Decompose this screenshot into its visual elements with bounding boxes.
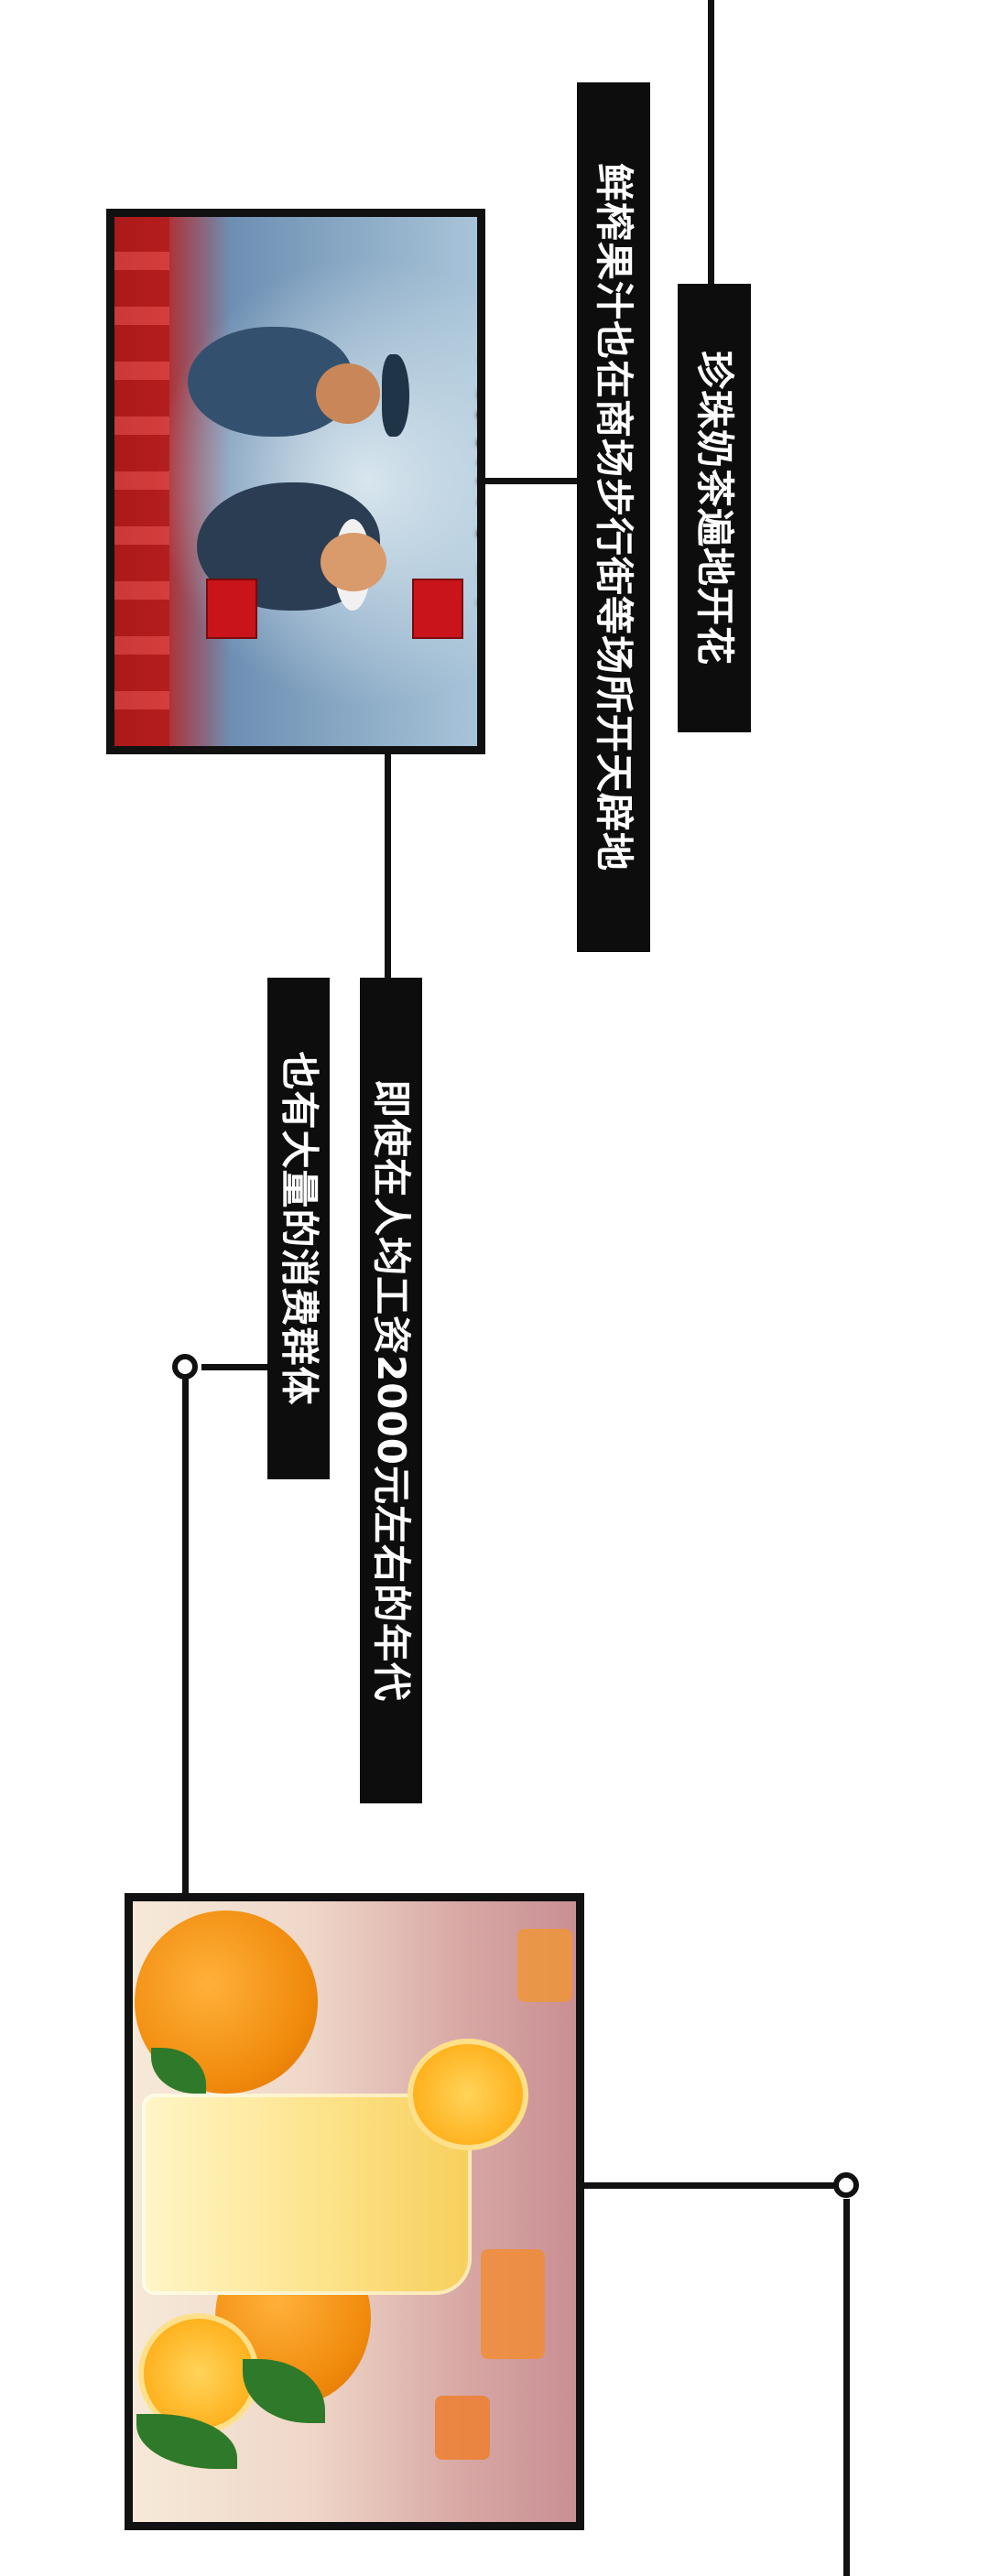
poster-title-text: 到群众中去	[470, 354, 485, 611]
connector-poster-to-label	[478, 478, 579, 484]
label-consumer-group-text: 也有大量的消费群体	[277, 1051, 322, 1406]
background-blur-orange	[435, 2396, 490, 2460]
poster-title: 到群众中去	[462, 272, 485, 693]
label-consumer-group: 也有大量的消费群体	[267, 978, 330, 1479]
label-income-era: 即使在人均工资2000元左右的年代	[360, 978, 422, 1803]
label-milk-tea: 珍珠奶茶遍地开花	[678, 284, 751, 732]
poster-image: 到群众中去	[106, 209, 485, 754]
connector-photo-right	[577, 2182, 835, 2189]
connector-right-vertical	[843, 2199, 850, 2576]
connector-top	[708, 0, 714, 302]
red-book-icon	[206, 579, 257, 639]
timeline-node-right	[833, 2172, 859, 2198]
label-milk-tea-text: 珍珠奶茶遍地开花	[692, 350, 738, 666]
juice-photo	[125, 1893, 584, 2530]
timeline-node-left	[172, 1354, 198, 1380]
label-income-era-text: 即使在人均工资2000元左右的年代	[369, 1079, 414, 1702]
label-fresh-juice-text: 鲜榨果汁也在商场步行街等场所开天辟地	[592, 162, 637, 872]
poster-cap	[382, 354, 409, 437]
connector-poster-down	[385, 749, 391, 978]
red-book-icon	[412, 579, 463, 639]
poster-face-man	[316, 363, 380, 424]
connector-left-vertical	[182, 1379, 189, 1897]
poster-flags	[114, 217, 169, 746]
connector-node-left	[201, 1364, 273, 1370]
poster-face-woman	[321, 533, 386, 591]
background-blur-orange	[517, 1929, 572, 2002]
orange-slice	[408, 2039, 528, 2150]
background-blur-orange	[481, 2249, 545, 2359]
juice-glass	[142, 2094, 472, 2295]
poster-sky	[114, 217, 477, 746]
label-fresh-juice: 鲜榨果汁也在商场步行街等场所开天辟地	[577, 82, 650, 952]
